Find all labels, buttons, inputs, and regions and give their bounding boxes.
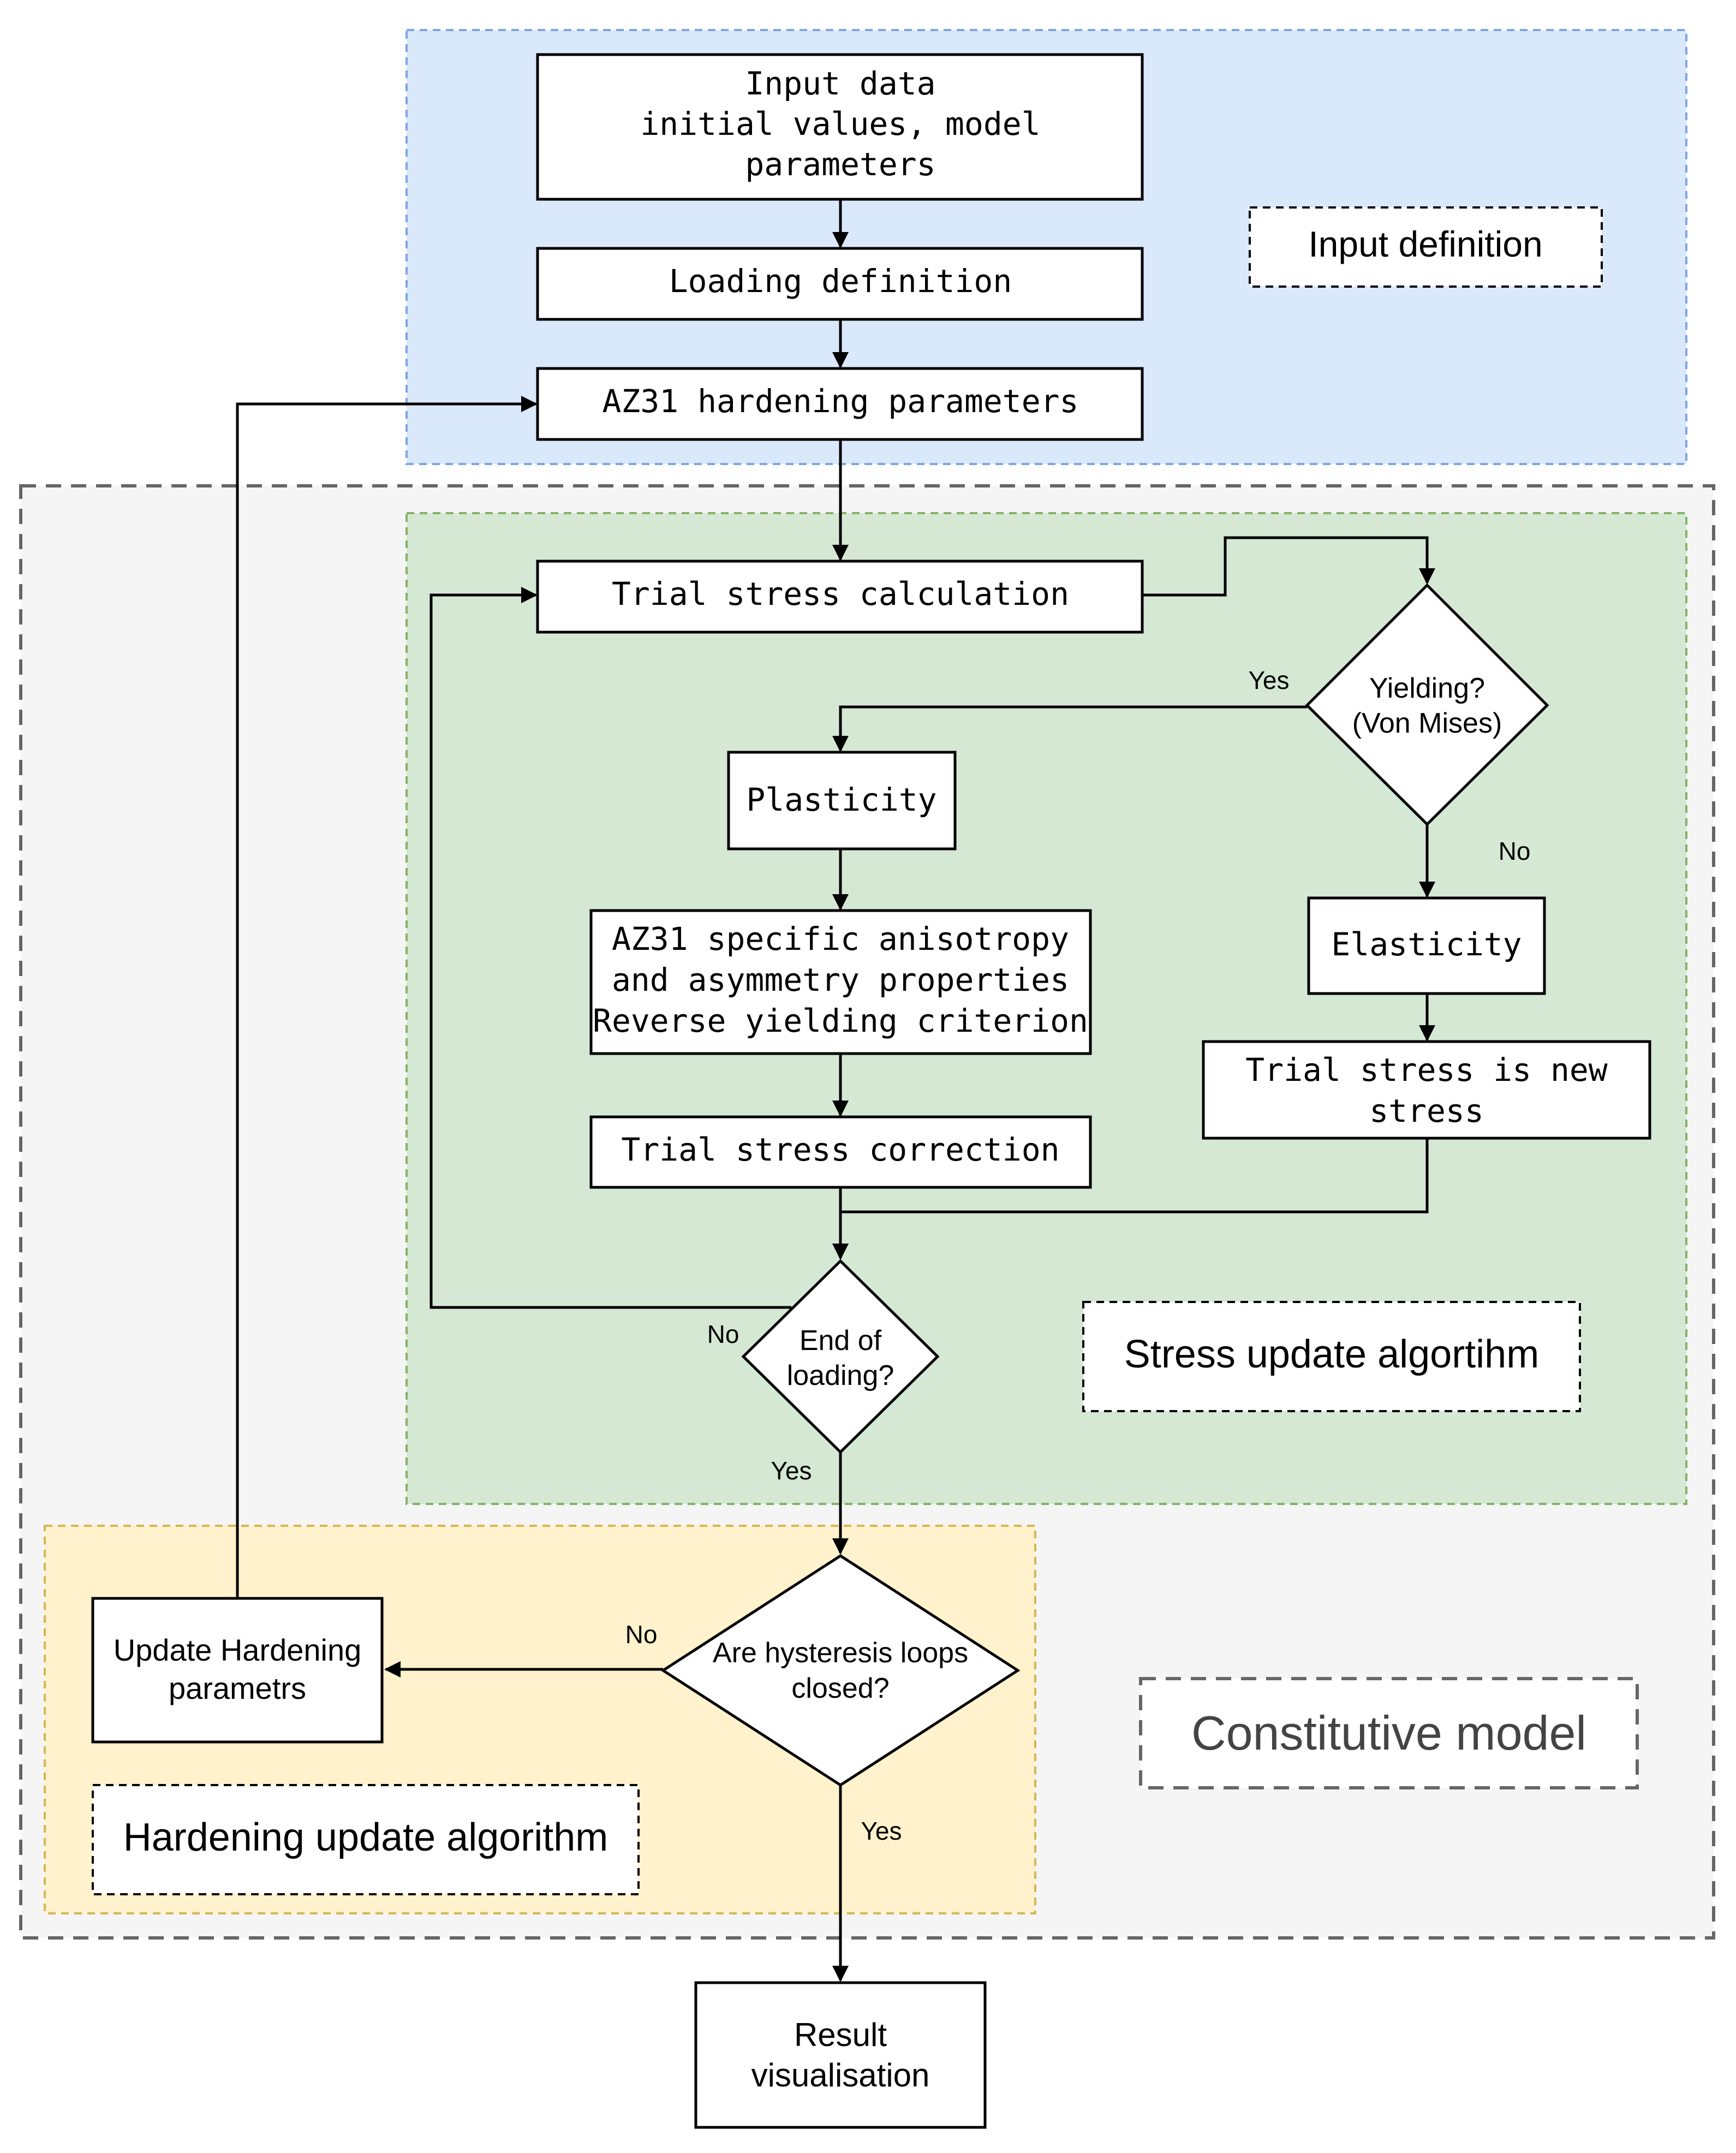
- svg-text:Stress update algortihm: Stress update algortihm: [1124, 1333, 1539, 1376]
- edge-label-yes-end: Yes: [771, 1456, 812, 1485]
- edge-label-no-end: No: [707, 1320, 739, 1348]
- edge-trial-to-yielding: [1143, 536, 1435, 597]
- svg-text:AZ31 hardening parameters: AZ31 hardening parameters: [602, 383, 1079, 420]
- svg-text:visualisation: visualisation: [751, 2057, 930, 2093]
- trial-stress-correction-box: Trial stress correction: [589, 1115, 1092, 1189]
- svg-text:Trial stress calculation: Trial stress calculation: [612, 575, 1069, 612]
- hysteresis-loops-decision: Are hysteresis loops closed?: [660, 1554, 1021, 1787]
- loading-definition-box: Loading definition: [536, 247, 1144, 321]
- svg-text:Input definition: Input definition: [1308, 224, 1542, 264]
- edge-label-yes-hysteresis: Yes: [861, 1817, 902, 1845]
- svg-text:parameters: parameters: [745, 146, 935, 183]
- svg-text:Are hysteresis loops: Are hysteresis loops: [713, 1637, 968, 1669]
- constitutive-model-label: Constitutive model: [1139, 1677, 1639, 1789]
- trial-stress-calculation-box: Trial stress calculation: [536, 560, 1144, 634]
- edge-yielding-yes: [832, 705, 1307, 752]
- result-visualisation-box: Result visualisation: [694, 1981, 987, 2129]
- edge-label-no-yielding: No: [1499, 837, 1531, 865]
- svg-text:Input data: Input data: [745, 65, 935, 102]
- svg-text:Yielding?: Yielding?: [1369, 673, 1485, 704]
- input-data-box: Input data initial values, model paramet…: [536, 53, 1144, 201]
- svg-text:End of: End of: [800, 1325, 882, 1357]
- elasticity-box: Elasticity: [1307, 896, 1546, 995]
- trial-stress-new-box: Trial stress is new stress: [1202, 1040, 1651, 1140]
- yielding-decision: Yielding? (Von Mises): [1305, 583, 1549, 826]
- svg-text:loading?: loading?: [787, 1360, 894, 1391]
- svg-text:initial values, model: initial values, model: [640, 105, 1040, 142]
- edge-label-yes-yielding: Yes: [1248, 666, 1289, 694]
- svg-text:Elasticity: Elasticity: [1331, 926, 1522, 963]
- az31-hardening-parameters-box: AZ31 hardening parameters: [536, 367, 1144, 441]
- update-hardening-box: Update Hardening parametrs: [91, 1597, 384, 1744]
- svg-text:Trial stress is new: Trial stress is new: [1245, 1051, 1608, 1089]
- svg-text:Trial stress correction: Trial stress correction: [621, 1131, 1059, 1168]
- svg-text:Result: Result: [794, 2017, 887, 2053]
- svg-text:Constitutive model: Constitutive model: [1191, 1706, 1586, 1760]
- svg-text:(Von Mises): (Von Mises): [1352, 707, 1502, 739]
- az31-specific-properties-box: AZ31 specific anisotropy and asymmetry p…: [589, 909, 1092, 1055]
- svg-text:Loading definition: Loading definition: [669, 263, 1012, 300]
- svg-text:parametrs: parametrs: [169, 1671, 306, 1705]
- edge-end-no-loop: [429, 587, 791, 1309]
- edge-update-to-hardening: [236, 396, 538, 1598]
- input-definition-label: Input definition: [1249, 206, 1603, 288]
- svg-text:and asymmetry properties: and asymmetry properties: [612, 961, 1069, 998]
- svg-text:closed?: closed?: [791, 1673, 889, 1704]
- svg-text:Reverse yielding criterion: Reverse yielding criterion: [593, 1002, 1088, 1039]
- svg-text:stress: stress: [1369, 1092, 1484, 1129]
- svg-text:Update Hardening: Update Hardening: [114, 1633, 362, 1667]
- svg-text:AZ31 specific anisotropy: AZ31 specific anisotropy: [612, 920, 1069, 957]
- hardening-update-label: Hardening update algorithm: [92, 1784, 640, 1895]
- svg-text:Plasticity: Plasticity: [746, 781, 936, 818]
- plasticity-box: Plasticity: [727, 751, 957, 851]
- svg-text:Hardening update algorithm: Hardening update algorithm: [123, 1816, 609, 1859]
- end-of-loading-decision: End of loading?: [741, 1259, 940, 1454]
- edge-newstress-to-end: [832, 1138, 1429, 1260]
- stress-update-label: Stress update algortihm: [1082, 1301, 1581, 1412]
- edge-label-no-hysteresis: No: [625, 1620, 658, 1649]
